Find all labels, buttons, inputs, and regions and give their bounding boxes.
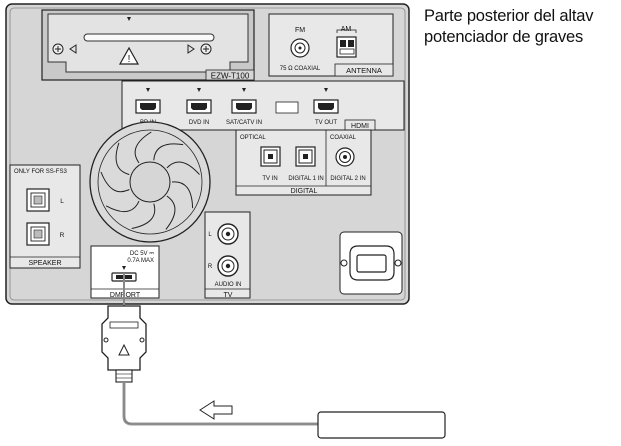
power-inlet[interactable] bbox=[339, 231, 403, 295]
dock-device-outline bbox=[317, 411, 446, 439]
svg-text:!: ! bbox=[128, 54, 131, 65]
fan-blade bbox=[131, 203, 156, 229]
fan-blade bbox=[165, 195, 176, 230]
speaker-title: SPEAKER bbox=[28, 260, 61, 267]
optical-label: OPTICAL bbox=[240, 135, 266, 141]
hdmi-port-2[interactable]: DVD IN bbox=[186, 88, 212, 126]
caption-line-1: Parte posterior del altav bbox=[424, 7, 594, 25]
caption-line-2: potenciador de graves bbox=[424, 28, 584, 46]
dmport-title: DMPORT bbox=[110, 292, 141, 299]
antenna-title: ANTENNA bbox=[346, 66, 382, 75]
hdmi-panel: HDMI bbox=[121, 80, 405, 131]
digital-panel: OPTICAL COAXIAL TV IN DIGITAL 1 IN DIGIT… bbox=[235, 129, 372, 196]
hdmi-port-label: DVD IN bbox=[189, 120, 209, 126]
coaxial-75-label: 75 Ω COAXIAL bbox=[280, 66, 321, 72]
ezw-label: EZW-T100 bbox=[211, 72, 250, 81]
speaker-panel: ONLY FOR SS-FS3 L R SPEAKER bbox=[9, 164, 81, 269]
fan-blade bbox=[115, 142, 130, 175]
dm-cable-plug bbox=[101, 273, 147, 383]
dmport-rating-1: DC 5V ⎓ bbox=[130, 251, 154, 257]
fan-grille bbox=[89, 121, 211, 243]
hdmi-port-label: SAT/CATV IN bbox=[226, 120, 262, 126]
speaker-note: ONLY FOR SS-FS3 bbox=[14, 169, 67, 175]
coaxial-label: COAXIAL bbox=[330, 135, 357, 141]
hdmi-blank-cover bbox=[275, 101, 299, 114]
speaker-l-label: L bbox=[60, 198, 64, 205]
hdmi-port-3[interactable]: SAT/CATV IN bbox=[226, 88, 262, 126]
dmport-rating-2: 0.7A MAX bbox=[127, 258, 154, 264]
audio-in-label: AUDIO IN bbox=[215, 282, 242, 288]
fan-blade bbox=[171, 181, 194, 209]
hdmi-port-label: TV OUT bbox=[315, 120, 337, 126]
arrow-left-icon bbox=[69, 44, 77, 54]
hdmi-title: HDMI bbox=[351, 123, 369, 130]
chassis-inner bbox=[9, 7, 406, 301]
warning-icon bbox=[118, 46, 140, 65]
tv-audio-panel: L R AUDIO IN TV bbox=[204, 211, 251, 299]
tv-r-label: R bbox=[208, 264, 213, 270]
fm-label: FM bbox=[295, 27, 305, 34]
arrow-left-icon bbox=[199, 400, 233, 420]
fan-blades bbox=[100, 131, 200, 230]
fan-blade bbox=[105, 200, 140, 213]
ezw-slot: ! EZW-T100 bbox=[41, 9, 255, 81]
dm-cable bbox=[122, 382, 318, 426]
fan-blade bbox=[100, 171, 130, 193]
tv-in-label: TV IN bbox=[262, 176, 277, 182]
digital1-in-label: DIGITAL 1 IN bbox=[288, 176, 323, 182]
dm-cable-outline bbox=[123, 382, 318, 425]
arrow-right-icon bbox=[187, 44, 195, 54]
tv-title: TV bbox=[224, 292, 233, 299]
fan-blade bbox=[153, 143, 184, 161]
digital-title: DIGITAL bbox=[291, 188, 318, 195]
caption: Parte posterior del altav potenciador de… bbox=[424, 6, 593, 48]
tv-l-label: L bbox=[208, 232, 212, 238]
antenna-panel: FM AM 75 Ω COAXIAL ANTENNA bbox=[268, 13, 394, 77]
fan-blade bbox=[134, 131, 152, 164]
hdmi-port-4[interactable]: TV OUT bbox=[313, 88, 339, 126]
digital2-in-label: DIGITAL 2 IN bbox=[330, 176, 365, 182]
am-label: AM bbox=[341, 26, 352, 33]
fan-blade bbox=[166, 161, 200, 175]
speaker-r-label: R bbox=[60, 232, 65, 239]
